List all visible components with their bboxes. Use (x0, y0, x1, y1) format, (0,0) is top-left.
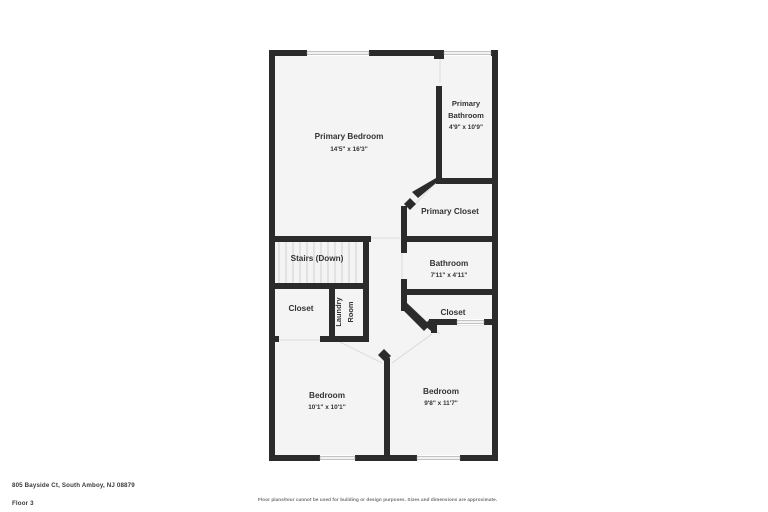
window-top-right (443, 50, 492, 56)
wall-primary-bedroom-bottom (271, 236, 371, 242)
wall-primary-bathroom-left (436, 86, 442, 178)
wall-left (269, 50, 275, 461)
wall-primary-closet-bottom (401, 236, 498, 242)
room-label-stairs: Stairs (Down) (291, 254, 344, 263)
room-label-closet-left: Closet (288, 304, 313, 313)
disclaimer-text: Floor plans/tour cannot be used for buil… (258, 497, 498, 502)
wall-closet-right-bottom-b (484, 319, 498, 325)
wall-angle-primary-bathroom (412, 178, 442, 198)
room-labels: Primary Bedroom 14'5" x 16'3" Primary Ba… (288, 99, 484, 411)
room-dim-primary-bedroom: 14'5" x 16'3" (330, 146, 368, 153)
door-swing-bedroom-right (391, 333, 433, 364)
room-label-primary-bathroom-line2: Bathroom (448, 111, 484, 120)
door-swing-primary-closet (411, 180, 439, 208)
wall-closet-right-bottom-a (429, 319, 457, 325)
window-bottom-left (319, 455, 356, 461)
wall-closet-right-nub (431, 325, 437, 333)
wall-bathroom-bottom (401, 289, 498, 295)
room-label-laundry-line1: Laundry (334, 297, 343, 327)
room-dim-bedroom-right: 9'8" x 11'7" (424, 400, 458, 407)
wall-angle-closet-right-a (401, 303, 430, 331)
wall-top-pier (434, 50, 444, 59)
room-label-laundry-line2: Room (346, 301, 355, 322)
room-label-primary-closet: Primary Closet (421, 207, 479, 216)
wall-closet-left-bottom-b (320, 336, 334, 342)
stair-treads (278, 241, 357, 283)
wall-bathroom-left-a (401, 241, 407, 253)
wall-hall-left-lower (363, 283, 369, 341)
wall-closet-left-bottom-a (271, 336, 279, 342)
wall-laundry-bottom (329, 336, 369, 342)
interior-walls (271, 86, 498, 458)
window-closet-right (456, 319, 485, 325)
wall-primary-closet-left (401, 206, 407, 241)
room-label-closet-right: Closet (440, 308, 465, 317)
room-label-bedroom-right: Bedroom (423, 387, 459, 396)
wall-bottom-a (269, 455, 320, 461)
wall-bottom-c (460, 455, 498, 461)
wall-top-b (369, 50, 435, 56)
room-label-bathroom: Bathroom (430, 259, 469, 268)
wall-laundry-left (329, 287, 335, 341)
window-bottom-right (416, 455, 461, 461)
window-top-left (306, 50, 370, 56)
wall-closet-right-left (401, 289, 407, 311)
wall-hall-corner (363, 335, 369, 342)
floor-label: Floor 3 (12, 500, 34, 507)
wall-bathroom-left-b (401, 279, 407, 291)
wall-top-a (269, 50, 307, 56)
wall-right (492, 50, 498, 461)
wall-primary-bathroom-bottom (436, 178, 498, 184)
room-label-bedroom-left: Bedroom (309, 391, 345, 400)
wall-stairs-bottom-b (323, 283, 368, 289)
property-address: 805 Bayside Ct, South Amboy, NJ 08879 (12, 482, 135, 489)
room-label-primary-bathroom-line1: Primary (452, 99, 481, 108)
room-label-primary-bedroom: Primary Bedroom (315, 132, 384, 141)
wall-between-bedrooms (384, 358, 390, 458)
wall-stairs-bottom-a (271, 283, 323, 289)
room-dim-bedroom-left: 10'1" x 10'1" (308, 404, 346, 411)
room-dim-primary-bathroom: 4'9" x 10'9" (449, 124, 483, 131)
footer-left: 805 Bayside Ct, South Amboy, NJ 08879 Fl… (12, 481, 252, 509)
wall-hall-left-upper (363, 236, 369, 289)
room-dim-bathroom: 7'11" x 4'11" (431, 272, 468, 279)
